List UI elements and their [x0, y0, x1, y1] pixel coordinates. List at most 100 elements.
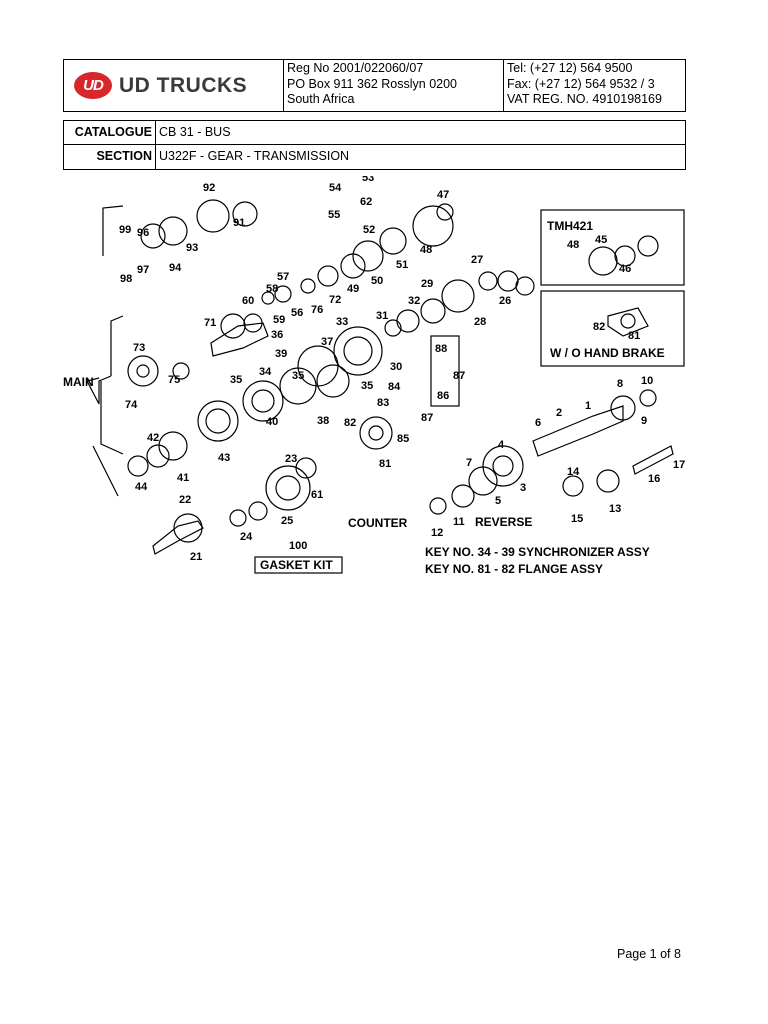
part-label: 87: [453, 370, 465, 382]
part-label: 41: [177, 472, 189, 484]
part-label: 35: [230, 374, 242, 386]
part-label: 88: [435, 343, 447, 355]
part-label: 11: [453, 516, 465, 528]
part-label: 1: [585, 400, 591, 412]
exploded-parts-diagram: 92 91 99 96 93 97 94 98 53 54 62 55 52 4…: [63, 176, 685, 576]
part-label: 44: [135, 481, 148, 493]
logo: UD UD TRUCKS: [64, 60, 284, 111]
part-label: 16: [648, 473, 660, 485]
reverse-label: REVERSE: [475, 515, 532, 529]
registration-info: Reg No 2001/022060/07 PO Box 911 362 Ros…: [284, 60, 504, 111]
part-label: 28: [474, 316, 486, 328]
part-label: 35: [361, 380, 373, 392]
part-label: 40: [266, 416, 278, 428]
part-label: 73: [133, 342, 145, 354]
part-label: 8: [617, 378, 623, 390]
part-label: 86: [437, 390, 449, 402]
part-label: 97: [137, 264, 149, 276]
part-label: 58: [266, 283, 278, 295]
logo-text: UD TRUCKS: [119, 73, 248, 97]
key-note-1: KEY NO. 34 - 39 SYNCHRONIZER ASSY: [425, 545, 650, 559]
part-numbers: 92 91 99 96 93 97 94 98 53 54 62 55 52 4…: [119, 176, 685, 563]
part-label: 75: [168, 374, 180, 386]
part-label: 54: [329, 182, 342, 194]
part-label: 92: [203, 182, 215, 194]
part-label: 32: [408, 295, 420, 307]
part-label: 91: [233, 217, 245, 229]
part-label: 7: [466, 457, 472, 469]
part-label: 10: [641, 375, 653, 387]
part-label: 24: [240, 531, 253, 543]
group-labels: MAIN COUNTER REVERSE TMH421 W / O HAND B…: [63, 219, 665, 576]
part-label: 36: [271, 329, 283, 341]
part-label: 15: [571, 513, 583, 525]
part-label: 39: [275, 348, 287, 360]
part-label: 38: [317, 415, 329, 427]
part-label: 72: [329, 294, 341, 306]
part-label: 34: [259, 366, 272, 378]
ud-logo-icon: UD: [74, 72, 112, 99]
part-label: 53: [362, 176, 374, 184]
part-label: 74: [125, 399, 138, 411]
part-label: 52: [363, 224, 375, 236]
part-label: 31: [376, 310, 388, 322]
part-label: 4: [498, 439, 505, 451]
part-label: 76: [311, 304, 323, 316]
country-line: South Africa: [287, 92, 355, 106]
part-label: 60: [242, 295, 254, 307]
part-label: 30: [390, 361, 402, 373]
part-label: 81: [379, 458, 391, 470]
part-label: 84: [388, 381, 401, 393]
diagram-drawing: [86, 199, 685, 574]
part-label: 87: [421, 412, 433, 424]
catalogue-info-table: CATALOGUE CB 31 - BUS SECTION U322F - GE…: [63, 120, 686, 170]
company-header: UD UD TRUCKS Reg No 2001/022060/07 PO Bo…: [63, 59, 686, 112]
section-row: SECTION U322F - GEAR - TRANSMISSION: [64, 145, 685, 169]
part-label: 47: [437, 189, 449, 201]
part-label: 98: [120, 273, 132, 285]
part-label: 48: [567, 239, 579, 251]
part-label: 12: [431, 527, 443, 539]
part-label: 22: [179, 494, 191, 506]
part-label: 82: [593, 321, 605, 333]
hand-brake-label: W / O HAND BRAKE: [550, 346, 665, 360]
part-label: 6: [535, 417, 541, 429]
part-label: 48: [420, 244, 432, 256]
part-label: 37: [321, 336, 333, 348]
page-number: Page 1 of 8: [617, 947, 681, 961]
part-label: 23: [285, 453, 297, 465]
part-label: 46: [619, 263, 631, 275]
contact-info: Tel: (+27 12) 564 9500 Fax: (+27 12) 564…: [504, 60, 685, 111]
part-label: 2: [556, 407, 562, 419]
part-label: 29: [421, 278, 433, 290]
part-label: 17: [673, 459, 685, 471]
catalogue-label: CATALOGUE: [64, 121, 156, 144]
part-label: 9: [641, 415, 647, 427]
part-label: 56: [291, 307, 303, 319]
part-label: 82: [344, 417, 356, 429]
part-label: 45: [595, 234, 607, 246]
main-label: MAIN: [63, 375, 94, 389]
section-value: U322F - GEAR - TRANSMISSION: [159, 149, 350, 163]
part-label: 26: [499, 295, 511, 307]
gasket-label: GASKET KIT: [260, 558, 333, 572]
part-label: 93: [186, 242, 198, 254]
part-label: 61: [311, 489, 323, 501]
part-label: 35: [292, 370, 304, 382]
part-label: 59: [273, 314, 285, 326]
part-label: 96: [137, 227, 149, 239]
counter-label: COUNTER: [348, 516, 408, 530]
part-label: 83: [377, 397, 389, 409]
part-label: 25: [281, 515, 293, 527]
part-label: 51: [396, 259, 408, 271]
tel-line: Tel: (+27 12) 564 9500: [507, 61, 633, 75]
part-label: 50: [371, 275, 383, 287]
part-label: 49: [347, 283, 359, 295]
fax-line: Fax: (+27 12) 564 9532 / 3: [507, 76, 655, 91]
part-label: 94: [169, 262, 182, 274]
part-label: 27: [471, 254, 483, 266]
catalogue-value: CB 31 - BUS: [159, 125, 231, 139]
key-note-2: KEY NO. 81 - 82 FLANGE ASSY: [425, 562, 603, 576]
tmh-label: TMH421: [547, 219, 593, 233]
address-line: PO Box 911 362 Rosslyn 0200: [287, 76, 458, 91]
